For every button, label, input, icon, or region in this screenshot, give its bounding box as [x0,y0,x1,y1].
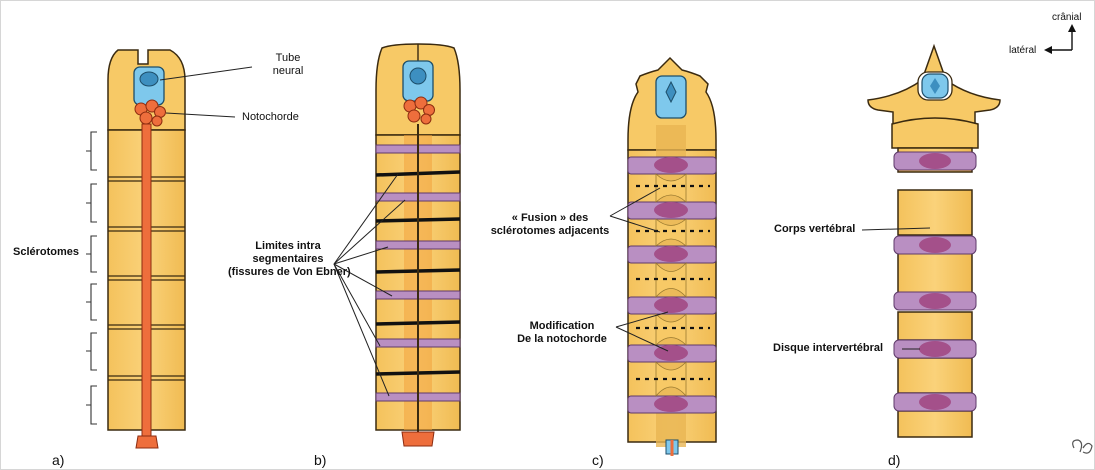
label-cranial: crânial [1052,11,1081,24]
label-sclerotomes: Sclérotomes [13,246,79,259]
label-disque-intervertebral: Disque intervertébral [773,342,883,355]
label-limites-line1: Limites intra [228,240,348,253]
label-limites-line3: (fissures de Von Ebner) [228,266,348,279]
panel-d-vertebra [862,46,1000,437]
panel-a-notochord-rod [142,124,151,436]
label-modif-line2: De la notochorde [508,333,616,346]
panel-a-brackets [86,132,97,424]
label-fusion-line2: sclérotomes adjacents [490,225,610,238]
panel-b-embryo [334,44,460,446]
orientation-arrows [1044,24,1076,54]
panel-a-neural-canal [140,72,158,86]
panel-a-notochord-tail [136,436,158,448]
panel-label-a: a) [52,452,64,468]
label-limites-line2: segmentaires [228,253,348,266]
panel-d-top-body [892,118,978,148]
signature-icon [1073,440,1092,453]
label-tube-neural-line2: neural [258,65,318,78]
label-tube-neural-line1: Tube [258,52,318,65]
label-tube-neural: Tube neural [258,52,318,78]
arrow-up-icon [1068,24,1076,32]
label-lateral: latéral [1009,44,1036,57]
label-fusion-line1: « Fusion » des [490,212,610,225]
label-limites: Limites intra segmentaires (fissures de … [228,240,348,279]
panel-label-b: b) [314,452,326,468]
label-corps-vertebral: Corps vertébral [774,223,855,236]
panel-c-embryo [610,58,716,456]
label-modification: Modification De la notochorde [508,320,616,346]
panel-b-notochord-tail [402,432,434,446]
panel-label-d: d) [888,452,900,468]
label-fusion: « Fusion » des sclérotomes adjacents [490,212,610,238]
label-modif-line1: Modification [508,320,616,333]
label-notochorde: Notochorde [242,111,299,124]
panel-label-c: c) [592,452,604,468]
arrow-left-icon [1044,46,1052,54]
panel-b-neural-canal [410,68,426,84]
